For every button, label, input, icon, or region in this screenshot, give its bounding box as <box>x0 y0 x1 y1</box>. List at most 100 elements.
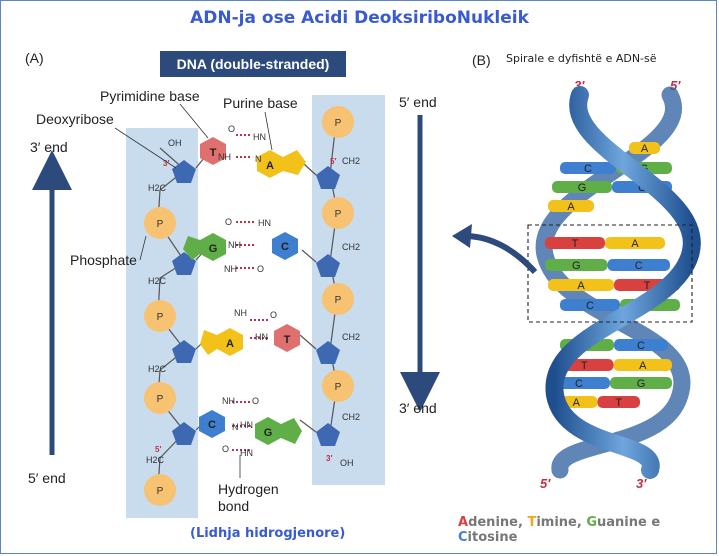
purine-base-label: Purine base <box>223 95 298 111</box>
rung-1-left-letter: C <box>584 163 592 175</box>
zoom-selection-box <box>527 224 693 323</box>
legend-a-rest: denine, <box>468 515 528 530</box>
rung-6-right-letter: T <box>644 280 651 292</box>
rung-4-right <box>605 237 665 249</box>
rung-5-left <box>545 259 608 271</box>
glycosidic-bonds <box>195 157 317 433</box>
o-label-2: O <box>225 217 232 227</box>
pair3-right-base-letter: T <box>284 334 291 346</box>
h2c-label-2: H2C <box>148 276 167 286</box>
h2c-label-3: H2C <box>148 364 167 374</box>
deoxyribose-pointer <box>114 127 177 169</box>
o-label-1: O <box>228 124 235 134</box>
left-sugar-3 <box>172 340 196 363</box>
pair2-left-base-letter: G <box>209 243 218 255</box>
base-color-legend: Adenine, Timine, Guanine e Citosine <box>458 515 719 545</box>
rung-8-right-letter: C <box>637 340 645 352</box>
helix-top-left-label: 3′ <box>574 78 585 93</box>
nh-label-1: NH <box>218 152 231 162</box>
nh-label-2: NH <box>228 240 241 250</box>
ch2-label-2: CH2 <box>342 242 360 252</box>
legend-t-rest: imine, <box>536 515 587 530</box>
n-label-1: N <box>255 154 262 164</box>
hn-label-5: HN <box>240 420 253 430</box>
pyrimidine-base-label: Pyrimidine base <box>100 88 200 104</box>
nh-label-4: NH <box>234 308 247 318</box>
hydrogen-bond-caption: (Lidhja hidrogjenore) <box>190 526 345 541</box>
right-sugar-1 <box>316 166 340 189</box>
hn-label-2: HN <box>258 218 271 228</box>
rung-6-left-letter: A <box>577 280 585 292</box>
right-phosphate-3: P <box>322 283 354 315</box>
pyrimidine-pointer <box>179 103 209 139</box>
pair2-right-base-letter: C <box>281 241 289 253</box>
o-label-6: O <box>222 444 229 454</box>
svg-text:P: P <box>157 394 164 405</box>
rung-11-right-letter: T <box>615 397 622 409</box>
svg-text:P: P <box>157 312 164 323</box>
rung-11-right <box>597 396 640 408</box>
hn-label-1: HN <box>253 132 266 142</box>
o-label-3: O <box>257 264 264 274</box>
hydrogen-bond-label-1: Hydrogen <box>218 481 279 497</box>
rung-3-left <box>548 200 594 212</box>
svg-text:P: P <box>157 486 164 497</box>
h2c-label-1: H2C <box>148 183 167 193</box>
ch2-label-3: CH2 <box>342 332 360 342</box>
pair4-right-ring <box>255 417 281 445</box>
phosphate-label: Phosphate <box>70 252 137 268</box>
legend-g-initial: G <box>586 515 597 530</box>
n-label-5: N <box>232 422 239 432</box>
rung-8-right <box>614 339 668 351</box>
o-label-4: O <box>270 310 277 320</box>
legend-g-rest: uanine e <box>596 515 661 530</box>
pair3-left-ring-b <box>200 330 217 355</box>
rung-5-left-letter: G <box>572 260 581 272</box>
pair1-right-ring-b <box>283 150 306 175</box>
legend-t-initial: T <box>527 515 537 530</box>
rung-4-left-letter: T <box>572 238 579 250</box>
o-label-5: O <box>252 396 259 406</box>
left-three-prime-label: 3′ end <box>30 139 68 155</box>
left-phosphate-2: P <box>144 300 176 332</box>
rung-5-right-letter: C <box>635 260 643 272</box>
rung-1-left <box>560 162 616 174</box>
rung-9-right-letter: A <box>639 360 647 372</box>
left-sugar-1 <box>172 160 196 183</box>
svg-text:P: P <box>335 209 342 220</box>
left-phosphate-4: P <box>144 474 176 506</box>
left-five-prime-label: 5′ end <box>28 470 66 486</box>
rung-10-right-letter: G <box>637 378 646 390</box>
nh-label-5: NH <box>222 396 235 406</box>
legend-a-initial: A <box>458 515 469 530</box>
pair2-right-ring <box>272 232 298 260</box>
five-prime-carbon-bottom: 5′ <box>155 445 161 454</box>
right-sugar-4 <box>316 423 340 446</box>
rung-7-left-letter: C <box>586 300 594 312</box>
nh-label-3: NH <box>224 264 237 274</box>
hn-label-6: HN <box>240 448 253 458</box>
rung-2-left-letter: G <box>578 182 587 194</box>
right-phosphate-4: P <box>322 370 354 402</box>
right-three-prime-label: 3′ end <box>399 400 437 416</box>
right-sugar-2 <box>316 254 340 277</box>
rung-9-right <box>613 359 672 371</box>
right-sugar-3 <box>316 341 340 364</box>
ch2-label-1: CH2 <box>342 156 360 166</box>
rung-9-left-letter: T <box>581 360 588 372</box>
pair2-left-ring <box>200 233 226 261</box>
pair1-left-base-letter: T <box>210 147 217 159</box>
rung-2-left <box>552 181 612 193</box>
rung-11-left-letter: A <box>573 397 581 409</box>
svg-text:P: P <box>157 219 164 230</box>
dna-header-box <box>160 51 346 77</box>
phosphate-pointer <box>139 235 147 261</box>
right-five-prime-label: 5′ end <box>399 94 437 110</box>
pair4-right-ring-b <box>281 418 302 444</box>
h2c-label-4: H2C <box>146 455 165 465</box>
right-phosphate-1: P <box>322 106 354 138</box>
three-prime-carbon: 3′ <box>163 159 169 168</box>
deoxyribose-label: Deoxyribose <box>36 111 114 127</box>
rung-0-right <box>629 142 660 154</box>
zoom-curved-arrow <box>461 232 538 275</box>
